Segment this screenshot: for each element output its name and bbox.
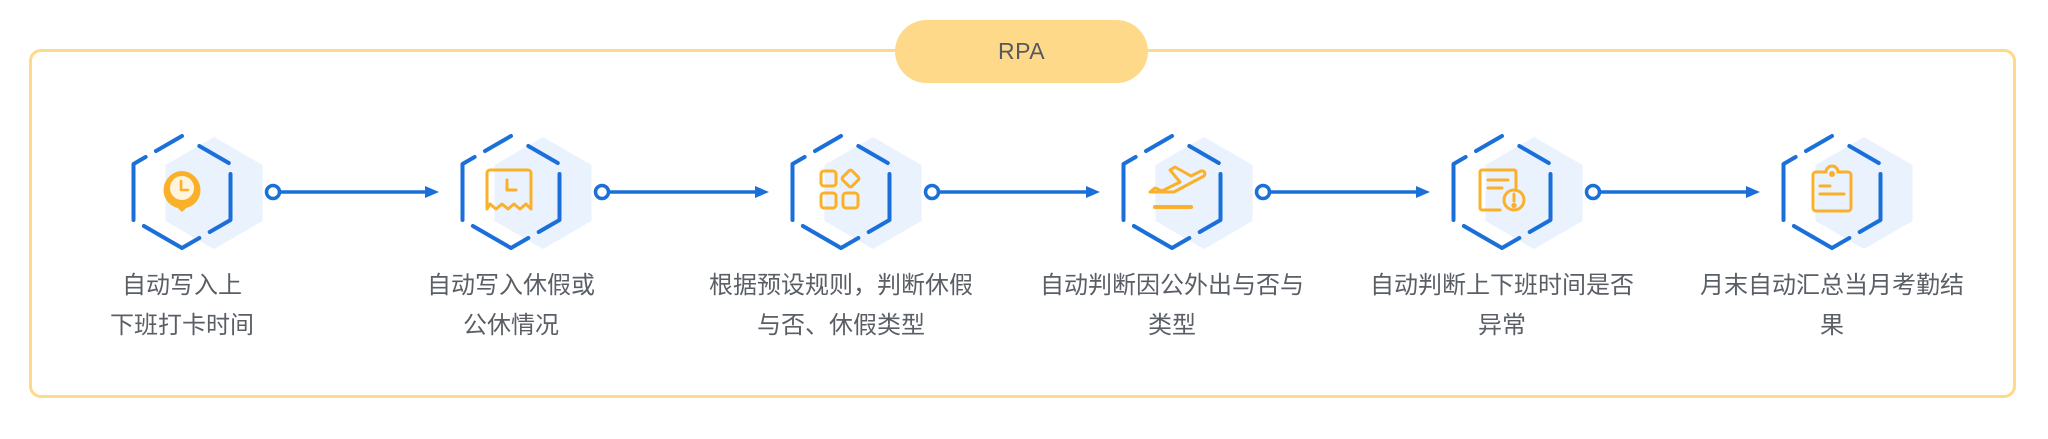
connector-start-dot [593, 183, 611, 201]
connector-start-dot [264, 183, 282, 201]
step-label-line: 根据预设规则，判断休假 [709, 271, 973, 299]
flow-arrow [1584, 183, 1760, 201]
step-label-line: 自动写入休假或 [427, 271, 595, 299]
step-label-line: 异常 [1478, 311, 1526, 339]
arrowhead-icon [1746, 186, 1760, 198]
step-label: 自动判断因公外出与否与类型 [1012, 265, 1332, 345]
step-label-line: 月末自动汇总当月考勤结 [1700, 271, 1964, 299]
hexagon-shadow [1155, 137, 1253, 249]
step-label: 自动写入上下班打卡时间 [22, 265, 342, 345]
receipt-clock-icon [485, 168, 533, 211]
step-label-line: 下班打卡时间 [110, 311, 254, 339]
flow-arrow [593, 183, 769, 201]
arrowhead-icon [755, 186, 769, 198]
step-hexagon [460, 134, 592, 250]
group-label-text: RPA [997, 38, 1046, 64]
step-label-line: 自动写入上 [122, 271, 242, 299]
arrowhead-icon [425, 186, 439, 198]
connector-start-dot [1254, 183, 1272, 201]
step-label: 自动判断上下班时间是否异常 [1342, 265, 1662, 345]
hexagon-shadow [494, 137, 592, 249]
flow-arrow [264, 183, 439, 201]
hexagon-shadow [165, 137, 263, 249]
connector-start-dot [1584, 183, 1602, 201]
plane-departure-icon [1148, 165, 1207, 209]
step-hexagon [1451, 134, 1583, 250]
step-label-line: 自动判断因公外出与否与 [1040, 271, 1304, 299]
step-label-line: 类型 [1148, 311, 1196, 339]
connector-start-dot [923, 183, 941, 201]
hexagon-outline [1451, 134, 1553, 250]
clipboard-icon [1811, 164, 1853, 213]
hexagon-shadow [824, 137, 922, 249]
step-label-line: 自动判断上下班时间是否 [1370, 271, 1634, 299]
rpa-group-label: RPA [895, 20, 1148, 83]
step-label: 月末自动汇总当月考勤结果 [1672, 265, 1992, 345]
step-hexagon [1121, 134, 1253, 250]
step-label-line: 果 [1820, 311, 1844, 339]
step-hexagon [790, 134, 922, 250]
step-label: 根据预设规则，判断休假与否、休假类型 [681, 265, 1001, 345]
arrowhead-icon [1086, 186, 1100, 198]
document-alert-icon [1478, 168, 1526, 212]
hexagon-outline [460, 134, 562, 250]
step-label: 自动写入休假或公休情况 [351, 265, 671, 345]
hexagon-shadow [1485, 137, 1583, 249]
hexagon-outline [1121, 134, 1223, 250]
step-label-line: 公休情况 [463, 311, 559, 339]
clock-pin-icon [163, 171, 201, 212]
step-hexagon [131, 134, 263, 250]
rpa-group-frame [29, 49, 2016, 398]
hexagon-shadow [1815, 137, 1913, 249]
flow-arrow [923, 183, 1100, 201]
hexagon-outline [1781, 134, 1883, 250]
step-label-line: 与否、休假类型 [757, 311, 925, 339]
flow-arrow [1254, 183, 1430, 201]
arrowhead-icon [1416, 186, 1430, 198]
apps-grid-icon [819, 168, 861, 210]
hexagon-outline [790, 134, 892, 250]
step-hexagon [1781, 134, 1913, 250]
hexagon-outline [131, 134, 233, 250]
